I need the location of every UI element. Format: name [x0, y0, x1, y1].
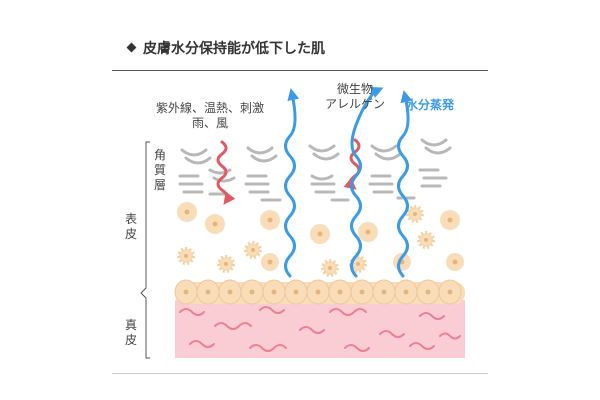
dermis-char: 皮	[124, 333, 137, 347]
external-factors-line1: 紫外線、温熱、刺激	[155, 101, 264, 115]
epidermis-char: 皮	[124, 227, 137, 241]
title-text: 皮膚水分保持能が低下した肌	[143, 41, 325, 57]
allergen-line1: 微生物	[336, 82, 373, 96]
stratum-corneum-char: 質	[153, 163, 166, 177]
water-evaporation-label: 水分蒸発	[406, 98, 455, 112]
external-factors-label: 紫外線、温熱、刺激 雨、風	[155, 101, 265, 131]
allergen-line2: アレルゲン	[324, 97, 385, 111]
stratum-corneum-char: 層	[153, 178, 166, 192]
stratum-corneum-flakes	[178, 138, 452, 202]
epidermal-cells	[177, 202, 464, 271]
basal-cell-layer	[174, 279, 465, 305]
title-divider	[112, 70, 488, 71]
allergen-label: 微生物 アレルゲン	[305, 82, 405, 112]
epidermis-char: 表	[124, 212, 137, 226]
blue-wavy-arrow-icon	[284, 86, 413, 278]
stratum-corneum-char: 角	[153, 148, 166, 162]
red-wavy-arrow-icon	[216, 138, 361, 205]
bottom-divider	[112, 373, 488, 374]
dermis-char: 真	[124, 318, 137, 332]
external-factors-line2: 雨、風	[191, 116, 228, 130]
stratum-corneum-label: 角 質 層	[153, 148, 167, 193]
page-title: 皮膚水分保持能が低下した肌	[126, 38, 325, 58]
spiky-cells	[177, 205, 435, 277]
epidermis-label: 表 皮	[124, 212, 138, 242]
layer-bracket	[140, 141, 150, 359]
dermis-label: 真 皮	[124, 318, 138, 348]
dermis-layer	[175, 300, 465, 358]
